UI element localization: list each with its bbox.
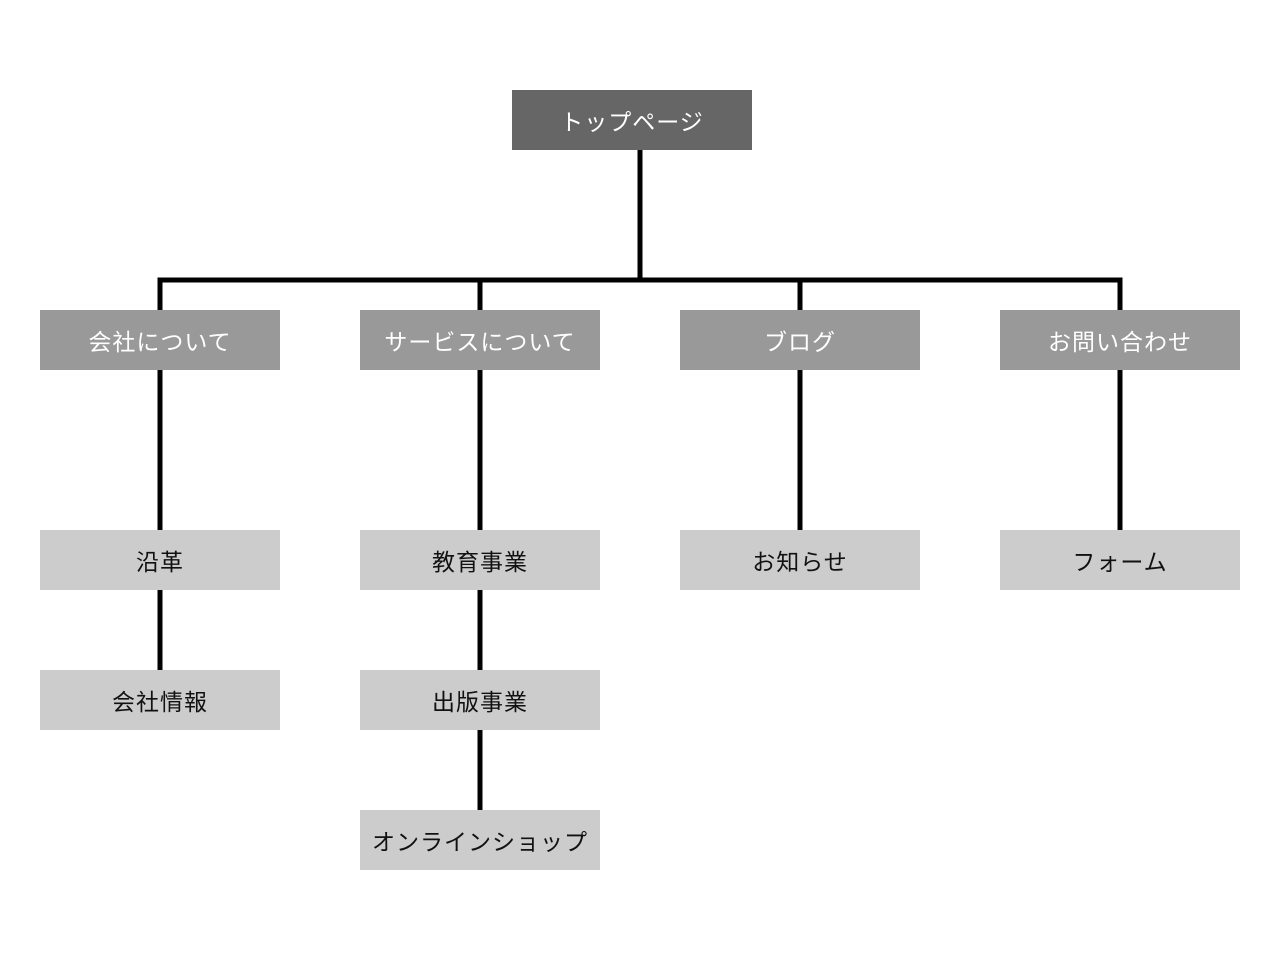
node-page-history: 沿革 [40, 530, 280, 590]
node-page-publishing: 出版事業 [360, 670, 600, 730]
node-section-about-services: サービスについて [360, 310, 600, 370]
node-page-label: 沿革 [136, 550, 184, 576]
node-top-page: トップページ [512, 90, 752, 150]
node-section-blog: ブログ [680, 310, 920, 370]
node-page-education: 教育事業 [360, 530, 600, 590]
node-top-page-label: トップページ [560, 110, 704, 136]
node-page-label: オンラインショップ [372, 830, 588, 856]
node-page-label: 会社情報 [112, 690, 208, 716]
node-section-label: 会社について [88, 330, 232, 356]
node-page-label: お知らせ [752, 550, 848, 576]
node-section-contact: お問い合わせ [1000, 310, 1240, 370]
node-page-form: フォーム [1000, 530, 1240, 590]
node-page-label: 教育事業 [432, 550, 528, 576]
node-section-label: サービスについて [384, 330, 576, 356]
node-section-about-company: 会社について [40, 310, 280, 370]
node-page-label: フォーム [1072, 550, 1168, 576]
node-section-label: ブログ [764, 330, 836, 356]
node-page-news: お知らせ [680, 530, 920, 590]
node-page-online-shop: オンラインショップ [360, 810, 600, 870]
node-page-company-info: 会社情報 [40, 670, 280, 730]
node-section-label: お問い合わせ [1048, 330, 1192, 356]
node-page-label: 出版事業 [432, 690, 528, 716]
